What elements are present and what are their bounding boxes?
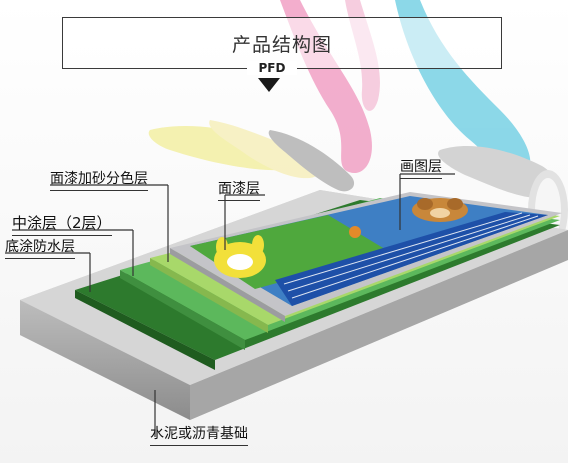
leader-lines — [5, 173, 455, 437]
pfd-tag: PFD — [247, 61, 297, 75]
label-base-waterproof-layer: 底涂防水层 — [5, 236, 75, 259]
label-topcoat-layer: 面漆层 — [218, 178, 260, 201]
label-foundation: 水泥或沥青基础 — [150, 423, 248, 446]
label-topcoat-sand-layer: 面漆加砂分色层 — [50, 168, 148, 191]
label-painting-layer: 画图层 — [400, 156, 442, 179]
painted-court — [190, 196, 548, 306]
page-title: 产品结构图 — [231, 33, 332, 56]
label-middle-coat-layer: 中涂层（2层） — [12, 212, 112, 236]
down-arrow-icon — [258, 78, 280, 92]
